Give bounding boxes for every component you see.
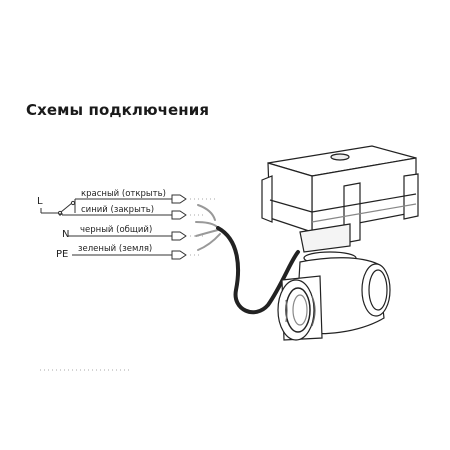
valve-cable	[195, 204, 300, 315]
terminal-pe-label: PE	[56, 249, 68, 260]
live-line-with-switch	[40, 200, 76, 216]
connector-arrow-icon	[171, 250, 187, 260]
terminal-l-label: L	[37, 196, 43, 207]
connector-arrow-icon	[171, 231, 187, 241]
wire-red-label: красный (открыть)	[81, 189, 166, 199]
wire-black-label: черный (общий)	[80, 225, 152, 235]
connector-arrow-icon	[171, 194, 187, 204]
connector-arrow-icon	[171, 210, 187, 220]
motorized-valve	[261, 145, 419, 341]
wire-green-label: зеленый (земля)	[78, 244, 152, 254]
wire-red-line	[74, 198, 172, 203]
diagram-title: Схемы подключения	[26, 101, 210, 119]
terminal-n-label: N	[62, 229, 69, 240]
wire-blue-label: синий (закрыть)	[81, 205, 154, 215]
wire-lines	[61, 198, 172, 256]
dotted-guides	[40, 198, 215, 371]
wire-blue-line	[61, 213, 172, 216]
